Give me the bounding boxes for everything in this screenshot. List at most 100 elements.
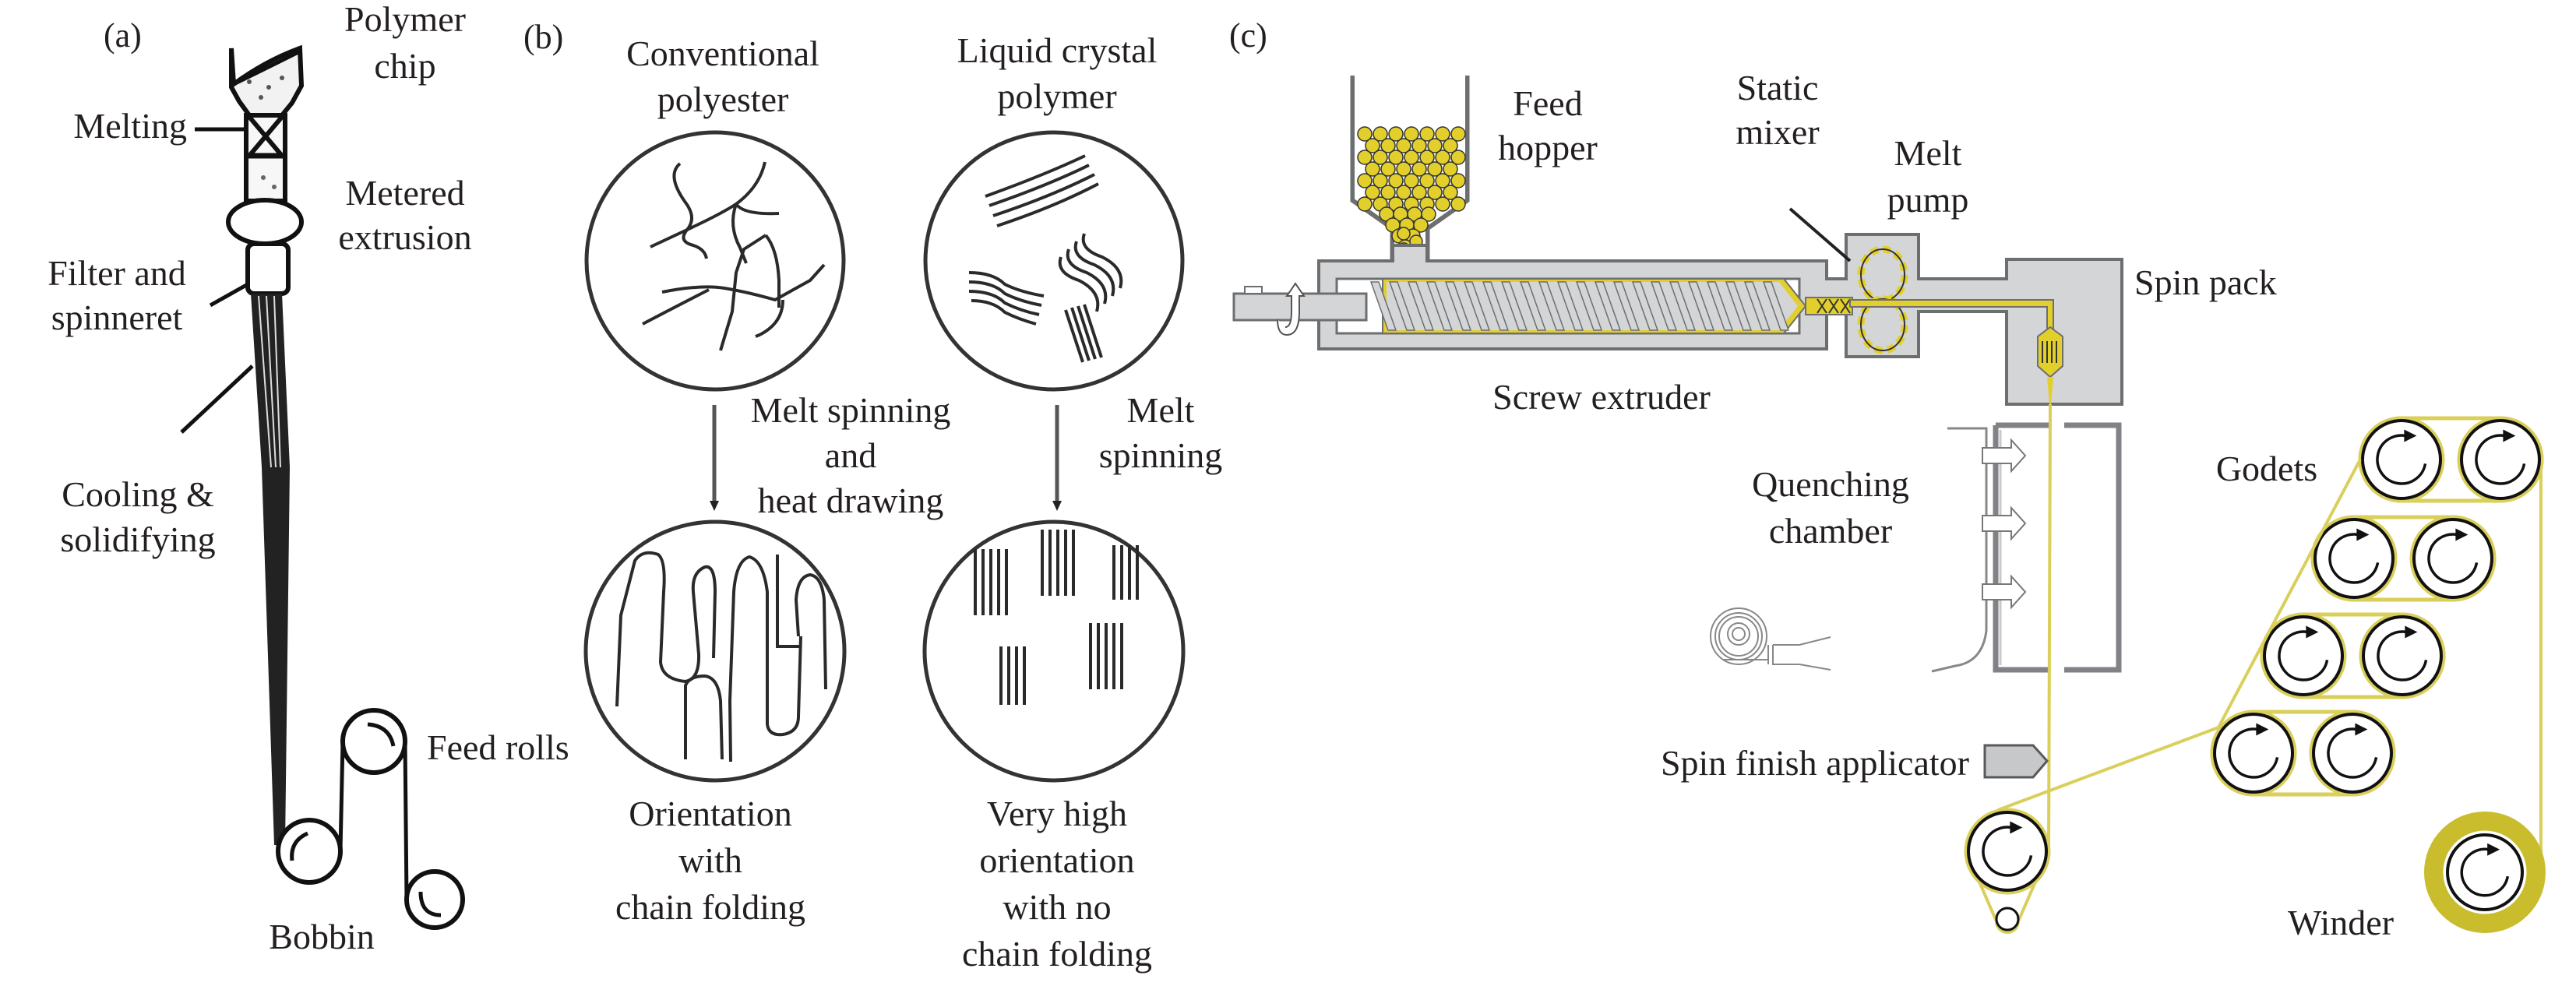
label-winder: Winder — [2288, 903, 2394, 942]
pellet — [1427, 161, 1443, 177]
label-feed: Feed — [1513, 83, 1582, 123]
spin-finish-applicator-icon — [1983, 744, 2049, 779]
screw-flight — [1425, 281, 1454, 331]
random-coil-circle — [584, 130, 846, 392]
result-with: with — [678, 840, 742, 880]
result-orientation-2: orientation — [979, 840, 1134, 880]
panel-a-tag: (a) — [104, 16, 142, 55]
label-static: Static — [1737, 68, 1819, 107]
pellet — [1396, 161, 1411, 177]
winder-package — [2424, 812, 2546, 933]
pellet — [1450, 126, 1466, 142]
pellet — [1421, 206, 1436, 222]
label-mixer: mixer — [1736, 112, 1819, 152]
screw-flight — [1444, 281, 1472, 331]
pellet — [1435, 196, 1450, 212]
screw-flight — [1594, 281, 1622, 331]
polymer-chip-hopper-icon — [229, 44, 305, 118]
label-cooling: Cooling & — [62, 474, 214, 514]
godet-pair — [2358, 416, 2544, 503]
arrowhead-icon — [2010, 821, 2023, 834]
screw-flights — [1369, 281, 1790, 331]
pellet — [1357, 196, 1373, 212]
title-polymer: polymer — [997, 76, 1116, 116]
screw-flight — [1743, 281, 1771, 331]
pellet — [1427, 138, 1443, 153]
result-chain-folding: chain folding — [615, 887, 805, 927]
process-spinning: spinning — [1099, 435, 1222, 475]
arrowhead-icon — [2455, 528, 2469, 541]
air-flow-arrows-icon — [1982, 438, 2027, 610]
title-conventional: Conventional — [626, 33, 819, 73]
filament-bundle — [251, 294, 290, 845]
title-liquid-crystal: Liquid crystal — [957, 30, 1158, 70]
screw-flight — [1538, 281, 1566, 331]
draw-roll — [1964, 808, 2051, 931]
rotation-arrow-icon — [1277, 282, 1306, 336]
rotation-arrow-icon — [2327, 727, 2378, 779]
pellet — [1365, 161, 1380, 177]
spinneret-plate-icon — [2037, 326, 2063, 404]
label-bobbin: Bobbin — [269, 917, 374, 956]
pellet — [1380, 161, 1396, 177]
screw-extruder-barrel — [1232, 233, 2123, 406]
pellet — [1357, 150, 1373, 165]
cooling-leader-line — [180, 364, 254, 434]
static-mixer-leader-line — [1788, 207, 1852, 262]
label-filter-and: Filter and — [48, 253, 186, 293]
metering-pump-icon — [226, 198, 304, 246]
panel-b: (b) Conventional polyester Liquid crysta… — [523, 18, 1222, 974]
pellet — [1450, 150, 1466, 165]
panel-c: (c) — [1229, 16, 2546, 942]
label-hopper: hopper — [1498, 128, 1598, 167]
arrowhead-icon — [2404, 429, 2417, 442]
process-arrow-left — [710, 405, 719, 511]
screw-flight — [1575, 281, 1603, 331]
pellet — [1411, 185, 1427, 200]
rotation-arrow-icon — [2278, 630, 2329, 681]
screw-flight — [1519, 281, 1547, 331]
filter-leader-line — [209, 282, 249, 308]
pellet — [1404, 173, 1419, 188]
pellet — [1435, 173, 1450, 188]
pellet — [1396, 138, 1411, 153]
godet-icon — [2358, 416, 2445, 503]
pellet — [1450, 173, 1466, 188]
arrowhead-icon — [2487, 843, 2500, 856]
pellet — [1427, 185, 1443, 200]
godet-pair — [2210, 710, 2396, 797]
label-chamber: chamber — [1769, 511, 1892, 551]
arrowhead-icon — [2306, 625, 2319, 639]
arrowhead-icon — [2355, 723, 2368, 736]
screw-flight — [1706, 281, 1734, 331]
pellet — [1397, 227, 1411, 241]
pellet — [1404, 150, 1419, 165]
screw-flight — [1631, 281, 1659, 331]
pellet — [1404, 126, 1419, 142]
pellet — [1419, 126, 1435, 142]
result-with-no: with no — [1003, 887, 1111, 927]
label-spin-pack: Spin pack — [2134, 262, 2277, 302]
screw-flight — [1687, 281, 1715, 331]
pellet — [1419, 173, 1435, 188]
liquid-crystal-domains-circle — [923, 130, 1185, 392]
yarn-diagonal — [2217, 459, 2362, 728]
screw-flight — [1762, 281, 1790, 331]
pellet — [1435, 150, 1450, 165]
pellet — [1365, 138, 1380, 153]
process-heat-drawing: heat drawing — [758, 481, 944, 520]
godet-icon — [2359, 612, 2446, 699]
godet-icon — [2409, 515, 2497, 602]
process-arrow-right — [1052, 405, 1062, 511]
screw-flight — [1482, 281, 1510, 331]
pellet — [1380, 138, 1396, 153]
screw-flight — [1463, 281, 1491, 331]
label-pump: pump — [1887, 180, 1969, 220]
label-godets: Godets — [2216, 449, 2317, 488]
pellet — [1380, 185, 1396, 200]
screw-flight — [1650, 281, 1678, 331]
winder-roll-icon — [2443, 830, 2527, 914]
pellet — [1357, 173, 1373, 188]
static-mixer-elements — [1817, 298, 1851, 314]
